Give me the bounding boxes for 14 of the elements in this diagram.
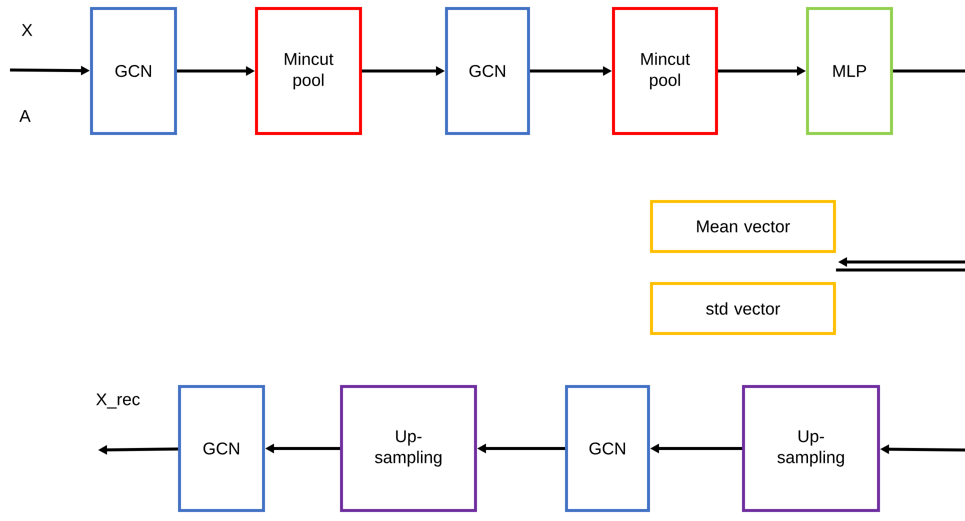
input-label: X	[22, 24, 32, 36]
layer-box: GCN	[178, 384, 265, 512]
layer-box: GCN	[90, 7, 178, 135]
pooling-box: Mincut pool	[255, 7, 362, 135]
input-label: A	[19, 110, 31, 122]
layer-box: MLP	[806, 7, 893, 135]
vector-box: std vector	[650, 282, 836, 335]
upsampling-box: Up-sampling	[340, 384, 477, 512]
layer-box: GCN	[445, 7, 530, 135]
vector-box: Mean vector	[650, 200, 836, 253]
pooling-box: Mincut pool	[612, 7, 718, 135]
upsampling-box: Up-sampling	[742, 384, 880, 512]
layer-box: GCN	[565, 384, 650, 512]
input-label: X_rec	[96, 393, 140, 409]
